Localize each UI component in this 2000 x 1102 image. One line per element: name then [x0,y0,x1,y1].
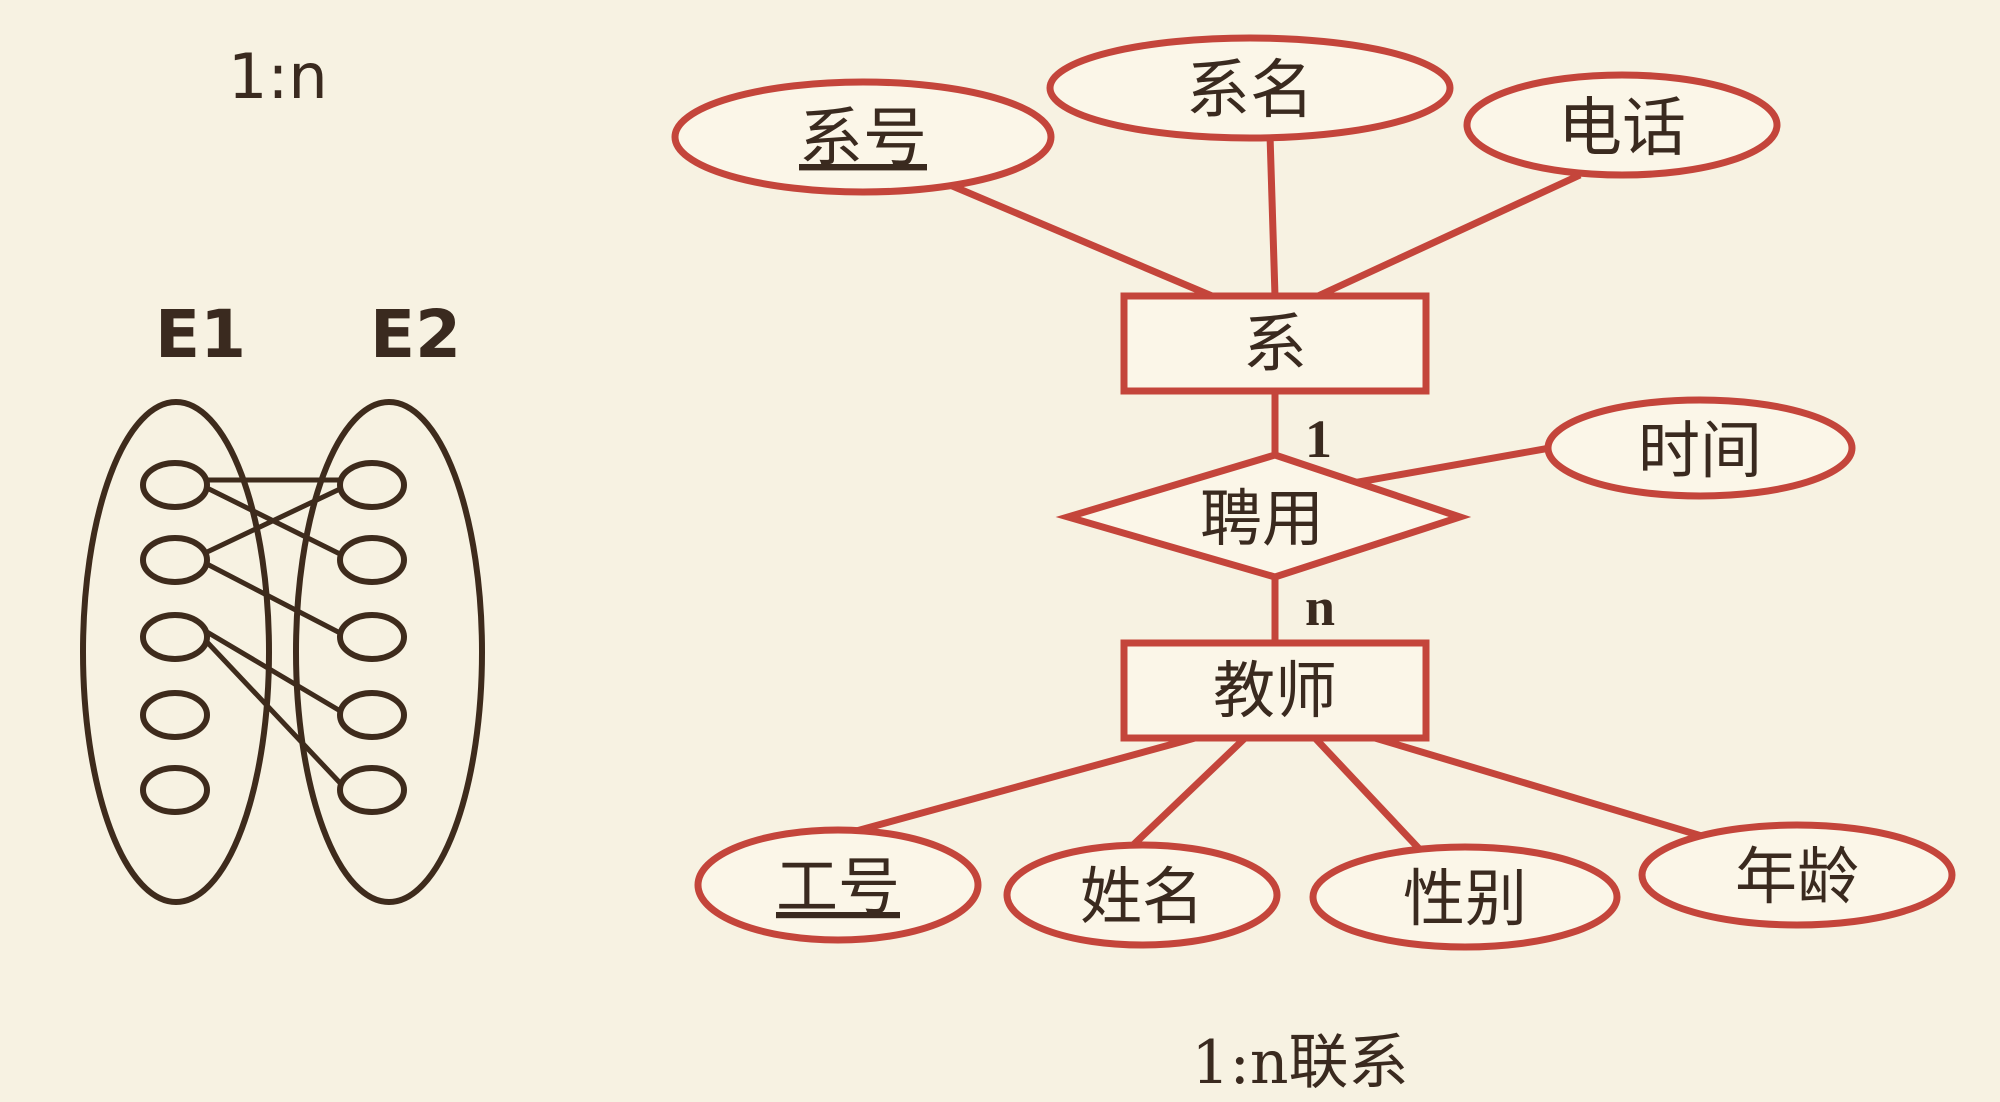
mapping-line [203,485,344,556]
attr-ellipse [1309,843,1621,951]
connector-teacher-gender [1312,735,1428,858]
attr-dept-phone-label: 电话 [1558,92,1686,166]
attr-teacher-age-label: 年龄 [1735,840,1859,913]
set-e1-boundary [80,399,272,905]
connector-teacher-name [1127,735,1248,851]
set-e1-element [140,460,210,510]
attr-teacher-name: 姓名 [1003,841,1281,949]
attr-ellipse [1544,396,1856,500]
entity-teacher: 教师 [1120,639,1430,742]
cardinality-one: 1 [1305,409,1332,469]
connector-teacher-id [837,734,1196,840]
attr-teacher-age: 年龄 [1638,821,1956,929]
set-e2-element [337,612,407,662]
cardinality-n: n [1305,577,1335,637]
attr-time-label: 时间 [1638,414,1762,487]
attr-ellipse [1638,821,1956,929]
set-e1-element [140,535,210,585]
relationship-label: 聘用 [1200,482,1324,555]
connector-dept-phone [1316,171,1582,300]
attr-teacher-name-label: 姓名 [1080,860,1204,933]
entity-teacher-label: 教师 [1213,654,1337,727]
attr-teacher-gender: 性别 [1309,843,1621,951]
attr-dept-name: 系名 [1046,34,1454,142]
set-e2-boundary [293,399,485,905]
attr-ellipse [694,826,982,944]
diagram-caption: 1:n联系 [1191,1028,1408,1098]
relationship-diamond [1055,451,1472,581]
set-e1 [80,399,272,905]
set-e1-element [140,690,210,740]
attr-dept-id-label: 系号 [799,102,927,176]
entity-box [1120,292,1430,395]
attr-dept-phone: 电话 [1463,71,1781,179]
set-e2-element [337,460,407,510]
set-e2-element [337,535,407,585]
entity-department-label: 系 [1243,308,1307,382]
connector-dept-id [948,181,1214,300]
attr-ellipse [1046,34,1454,142]
attr-teacher-gender-label: 性别 [1403,862,1527,935]
set-e2 [293,399,485,905]
set-e2-element [337,690,407,740]
connector-teacher-age [1373,734,1717,844]
entity-department: 系 [1120,292,1430,395]
entity-box [1120,639,1430,742]
attr-dept-name-label: 系名 [1186,54,1314,128]
relationship-hire: 聘用 [1055,451,1472,581]
set-e1-label: E1 [155,296,246,373]
set-e2-label: E2 [370,296,461,373]
mapping-title: 1:n [228,40,328,113]
connector-dept-name [1266,134,1279,297]
attr-ellipse [1003,841,1281,949]
mapping-line [203,560,344,637]
attr-dept-id: 系号 [671,78,1055,196]
er-connectors [837,134,1717,858]
connector-relationship-time [1352,444,1551,487]
attr-ellipse [671,78,1055,196]
set-e1-element [140,765,210,815]
mapping-line [205,640,344,787]
attr-time: 时间 [1544,396,1856,500]
attr-teacher-id-label: 工号 [776,850,900,923]
set-e1-element [140,612,210,662]
mapping-lines [203,477,344,787]
mapping-line [205,629,344,715]
set-e2-element [337,765,407,815]
attr-ellipse [1463,71,1781,179]
attr-teacher-id: 工号 [694,826,982,944]
